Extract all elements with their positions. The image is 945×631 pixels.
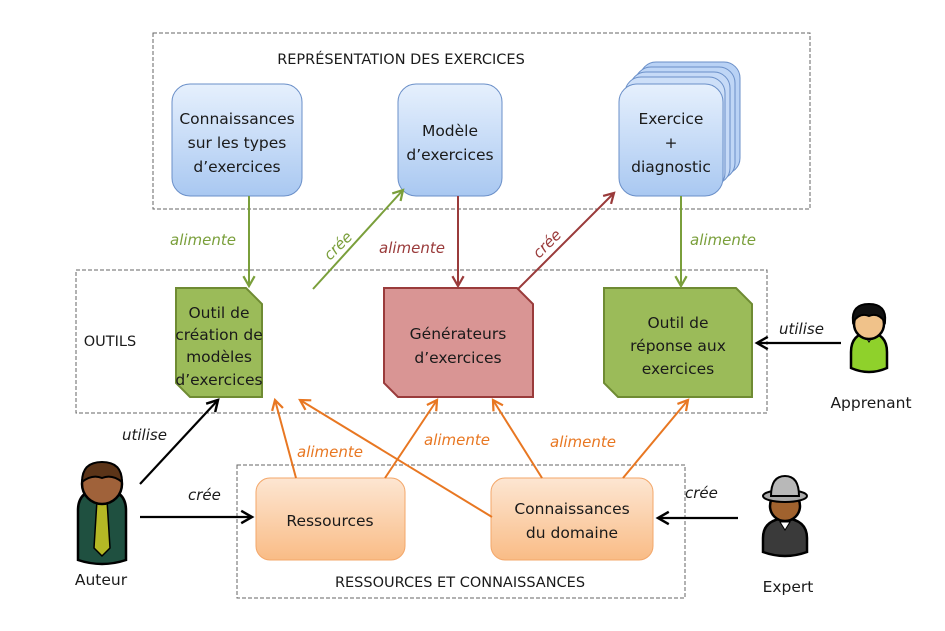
box-text: Générateurs: [410, 325, 507, 343]
box-exercice-diagnostic-stack: Exercice + diagnostic: [618, 61, 741, 197]
section-outils-title: OUTILS: [84, 334, 136, 350]
arrow-ressources-to-generateurs: [384, 398, 439, 479]
box-text: Modèle: [422, 122, 478, 140]
arrow-auteur-to-outil-creation: [139, 398, 220, 485]
box-text: Outil de: [188, 304, 249, 322]
box-generateurs: Générateurs d’exercices: [383, 287, 534, 398]
box-text: d’exercices: [406, 146, 493, 164]
actor-label-expert: Expert: [763, 578, 814, 596]
box-text: +: [665, 134, 678, 152]
label-cree-auteur: crée: [188, 486, 221, 504]
label-utilise-auteur: utilise: [122, 426, 167, 444]
box-ressources: Ressources: [255, 477, 406, 561]
apprenant-avatar-icon: [849, 302, 889, 374]
box-connaissances-types: Connaissances sur les types d’exercices: [171, 83, 303, 197]
arrow-outil-creation-to-modele: [312, 188, 405, 290]
arrow-generateurs-to-exercice: [517, 191, 616, 290]
label-alimente-orange-1: alimente: [297, 443, 363, 461]
actor-label-auteur: Auteur: [75, 571, 128, 589]
label-alimente-orange-2: alimente: [424, 431, 490, 449]
box-text: d’exercices: [193, 158, 280, 176]
box-text: d’exercices: [175, 371, 262, 389]
box-text: Exercice: [639, 110, 704, 128]
label-alimente-orange-3: alimente: [550, 433, 616, 451]
auteur-avatar-icon: [76, 460, 128, 566]
box-text: Outil de: [647, 314, 708, 332]
box-modele-exercices: Modèle d’exercices: [397, 83, 503, 197]
label-utilise-apprenant: utilise: [779, 320, 824, 338]
section-representation-title: REPRÉSENTATION DES EXERCICES: [277, 51, 525, 68]
box-text: sur les types: [188, 134, 287, 152]
box-text: diagnostic: [631, 158, 711, 176]
box-text: Connaissances: [514, 500, 629, 518]
arrow-domaine-to-outil-reponse: [622, 398, 690, 479]
box-text: création de: [175, 326, 263, 344]
label-alimente-green-left: alimente: [170, 231, 236, 249]
arrow-domaine-to-generateurs: [491, 398, 543, 479]
arrow-ressources-to-outil-creation: [271, 397, 297, 479]
box-connaissances-domaine: Connaissances du domaine: [490, 477, 654, 561]
section-ressources-title: RESSOURCES ET CONNAISSANCES: [335, 575, 585, 591]
box-text: réponse aux: [630, 337, 726, 355]
section-representation-frame: [152, 32, 811, 210]
actor-label-apprenant: Apprenant: [830, 394, 911, 412]
box-text: d’exercices: [414, 349, 501, 367]
label-alimente-red: alimente: [379, 239, 445, 257]
box-text: du domaine: [526, 524, 618, 542]
box-text: modèles: [186, 348, 252, 366]
label-cree-green: crée: [320, 228, 356, 264]
box-text: exercices: [642, 360, 715, 378]
label-cree-expert: crée: [685, 484, 718, 502]
box-text: Connaissances: [179, 110, 294, 128]
box-outil-creation: Outil de création de modèles d’exercices: [175, 287, 263, 398]
box-outil-reponse: Outil de réponse aux exercices: [603, 287, 753, 398]
label-alimente-green-right: alimente: [690, 231, 756, 249]
arrow-domaine-to-outil-creation: [298, 398, 493, 518]
expert-avatar-icon: [761, 474, 809, 558]
section-ressources-frame: [236, 464, 686, 599]
label-cree-red: crée: [529, 226, 565, 262]
box-text: Ressources: [286, 512, 373, 530]
